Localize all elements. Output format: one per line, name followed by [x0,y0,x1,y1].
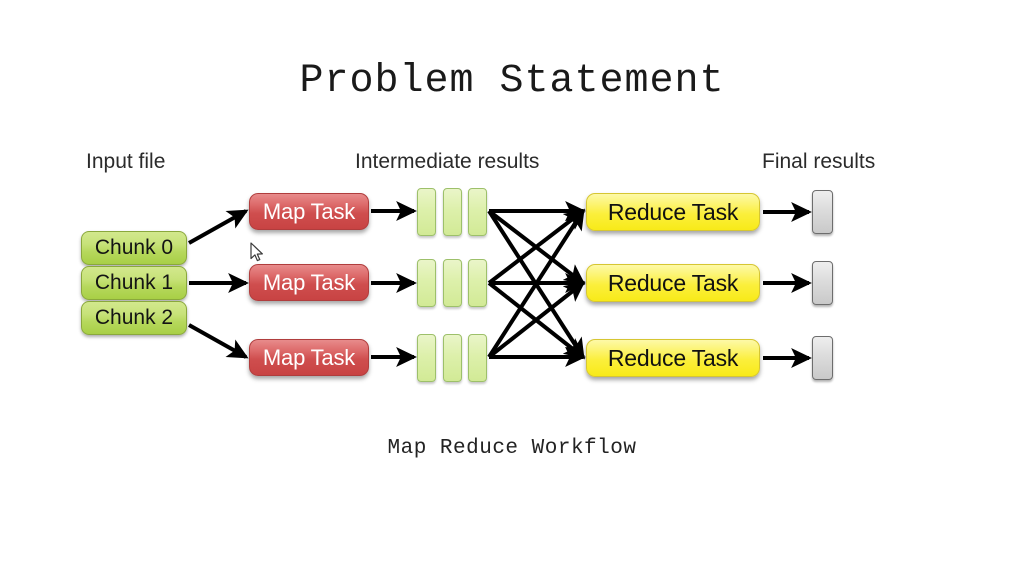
chunk-label: Chunk 0 [94,236,174,259]
column-label-final-results: Final results [762,150,876,173]
intermediate-results-group-0 [417,188,487,236]
final-result-bar-2 [812,336,833,380]
column-label-input-file: Input file [86,150,166,173]
edge-inter1-reduce0 [487,209,586,285]
edge-inter0-reduce1 [487,209,586,285]
intermediate-bar [442,188,462,236]
reduce-task-node-2[interactable]: Reduce Task [586,339,760,377]
page-title: Problem Statement [299,59,725,104]
map-task-node-0[interactable]: Map Task [249,193,369,230]
column-label-intermediate-results: Intermediate results [355,150,540,173]
intermediate-bar [442,259,462,307]
map-task-label: Map Task [262,269,356,295]
reduce-task-label: Reduce Task [607,269,739,296]
map-task-label: Map Task [262,344,356,370]
intermediate-bar [442,334,462,382]
chunk-node-2[interactable]: Chunk 2 [81,301,187,335]
intermediate-bar [417,259,436,307]
map-task-label: Map Task [262,198,356,224]
intermediate-bar [468,188,487,236]
intermediate-bar [468,334,487,382]
edge-chunk0-map0 [188,209,249,245]
edge-inter0-reduce2 [487,209,585,360]
chunk-node-1[interactable]: Chunk 1 [81,266,187,300]
map-task-node-1[interactable]: Map Task [249,264,369,301]
reduce-task-label: Reduce Task [607,344,739,371]
reduce-task-node-1[interactable]: Reduce Task [586,264,760,302]
chunk-label: Chunk 1 [94,271,174,294]
intermediate-bar [417,188,436,236]
edge-chunk2-map2 [188,323,249,359]
chunk-label: Chunk 2 [94,306,174,329]
intermediate-results-group-2 [417,334,487,382]
intermediate-bar [417,334,436,382]
intermediate-bar [468,259,487,307]
intermediate-results-group-1 [417,259,487,307]
edge-inter2-reduce0 [487,208,585,359]
edge-inter1-reduce2 [487,281,586,359]
mouse-pointer-icon [250,242,263,262]
final-result-bar-0 [812,190,833,234]
map-task-node-2[interactable]: Map Task [249,339,369,376]
diagram-caption: Map Reduce Workflow [387,437,637,460]
final-result-bar-1 [812,261,833,305]
reduce-task-node-0[interactable]: Reduce Task [586,193,760,231]
reduce-task-label: Reduce Task [607,198,739,225]
chunk-node-0[interactable]: Chunk 0 [81,231,187,265]
edge-inter2-reduce1 [487,281,586,359]
